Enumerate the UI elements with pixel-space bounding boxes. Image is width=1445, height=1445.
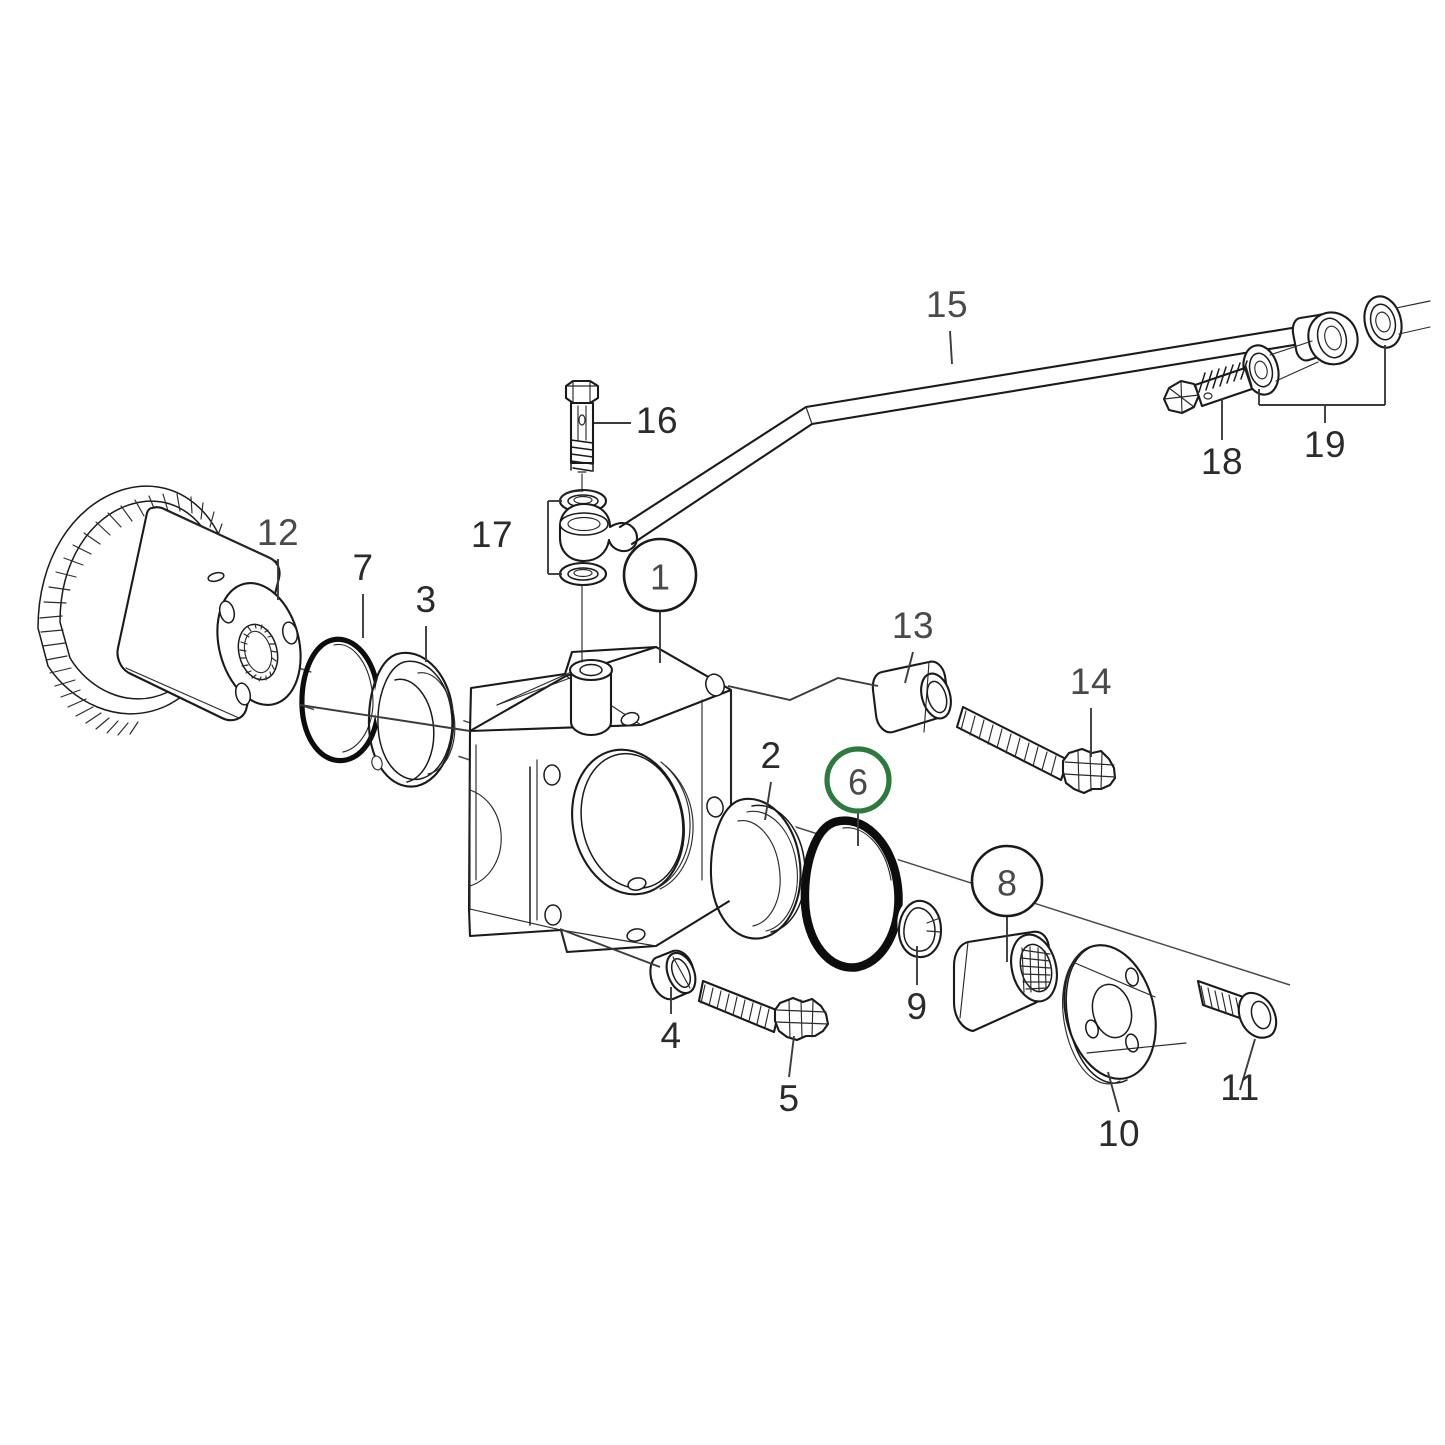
callout-label-3: 3	[415, 579, 436, 620]
part-seal-ring-2	[709, 796, 809, 940]
callout-label-2: 2	[760, 735, 781, 776]
callout-label-15: 15	[926, 284, 968, 325]
callout-label-4: 4	[660, 1015, 681, 1056]
callout-labels: 1 2 3 4 5 6 7 8 9 10 11 12 13 14 15 16 1…	[257, 284, 1346, 1154]
bolt14-head-facets	[1063, 750, 1116, 792]
leader-lines	[277, 330, 1326, 1113]
part-spacer-sleeve-13	[871, 660, 952, 734]
part-washer-set-19	[1242, 295, 1431, 406]
gear-splined-bore	[237, 623, 279, 682]
callout-circle-6-highlighted[interactable]	[824, 746, 892, 814]
part-sealing-washers-17	[547, 488, 639, 663]
banjo18-threads	[1198, 360, 1248, 393]
part-socket-head-screw-11	[1196, 979, 1278, 1039]
housing-bolt-hole-1	[620, 711, 640, 727]
housing-bolt-hole-2	[705, 673, 725, 697]
callout-circle-8[interactable]	[970, 844, 1044, 918]
callout-label-16: 16	[636, 400, 678, 441]
gear-hub-hole-b	[281, 621, 299, 645]
part-o-ring-6	[800, 816, 907, 972]
gear-hub-hole-c	[234, 682, 252, 706]
callout-label-8: 8	[997, 863, 1017, 904]
gear-hub-hole-a	[218, 600, 236, 624]
gear-hub-cylinder	[116, 506, 302, 722]
part-snap-ring-9	[897, 899, 943, 959]
part-linkage-rod-15	[618, 323, 1314, 546]
housing-bolt-hole-6	[544, 904, 562, 926]
plate-hole-1	[1125, 967, 1139, 987]
gear-hub-slot	[207, 571, 225, 583]
callout-label-14: 14	[1070, 661, 1112, 702]
callout-circle-1[interactable]	[622, 537, 698, 613]
callout-label-9: 9	[906, 986, 927, 1027]
housing-banjo-boss	[568, 658, 614, 737]
housing-main-bore	[571, 748, 694, 896]
part-12pt-flange-bolt-5	[697, 979, 830, 1042]
housing-bolt-hole-7	[626, 928, 646, 942]
banjo16-threads	[570, 439, 594, 472]
callout-label-13: 13	[892, 605, 934, 646]
coupler-splines	[1020, 946, 1051, 993]
plate-hole-2	[1085, 1019, 1099, 1039]
gear-hub-edge	[164, 509, 279, 563]
housing-bolt-hole-5	[706, 796, 724, 818]
part-long-12pt-bolt-14	[955, 705, 1117, 795]
part-housing-block	[467, 645, 733, 954]
callout-label-6: 6	[848, 762, 868, 803]
gear-hub-edge-lower	[125, 667, 240, 719]
part-bearing-ring-3	[367, 650, 464, 788]
callout-label-5: 5	[778, 1078, 799, 1119]
bolt5-threads	[700, 984, 770, 1028]
callout-label-19: 19	[1304, 424, 1346, 465]
callout-label-11: 11	[1220, 1067, 1259, 1108]
callout-circles	[622, 537, 1044, 918]
part-banjo-bolt-16	[564, 379, 600, 499]
plate-hole-3	[1125, 1033, 1139, 1053]
callout-label-10: 10	[1098, 1113, 1140, 1154]
part-drive-gear	[37, 485, 302, 736]
bolt5-head-facets	[775, 999, 829, 1039]
bolt14-threads	[960, 710, 1057, 776]
part-bushing-4	[649, 949, 697, 1001]
screw-threads-11	[1200, 985, 1248, 1020]
callout-label-12: 12	[257, 512, 299, 553]
part-splined-coupler-8	[952, 930, 1058, 1033]
callout-label-18: 18	[1201, 441, 1243, 482]
part-banjo-bolt-18	[1162, 360, 1254, 415]
part-flange-plate-10	[1062, 944, 1187, 1085]
callout-label-1: 1	[650, 557, 670, 598]
callout-label-7: 7	[352, 547, 373, 588]
callout-label-17: 17	[471, 514, 513, 555]
housing-bolt-hole-3	[543, 764, 561, 786]
housing-bolt-hole-4	[627, 877, 647, 891]
